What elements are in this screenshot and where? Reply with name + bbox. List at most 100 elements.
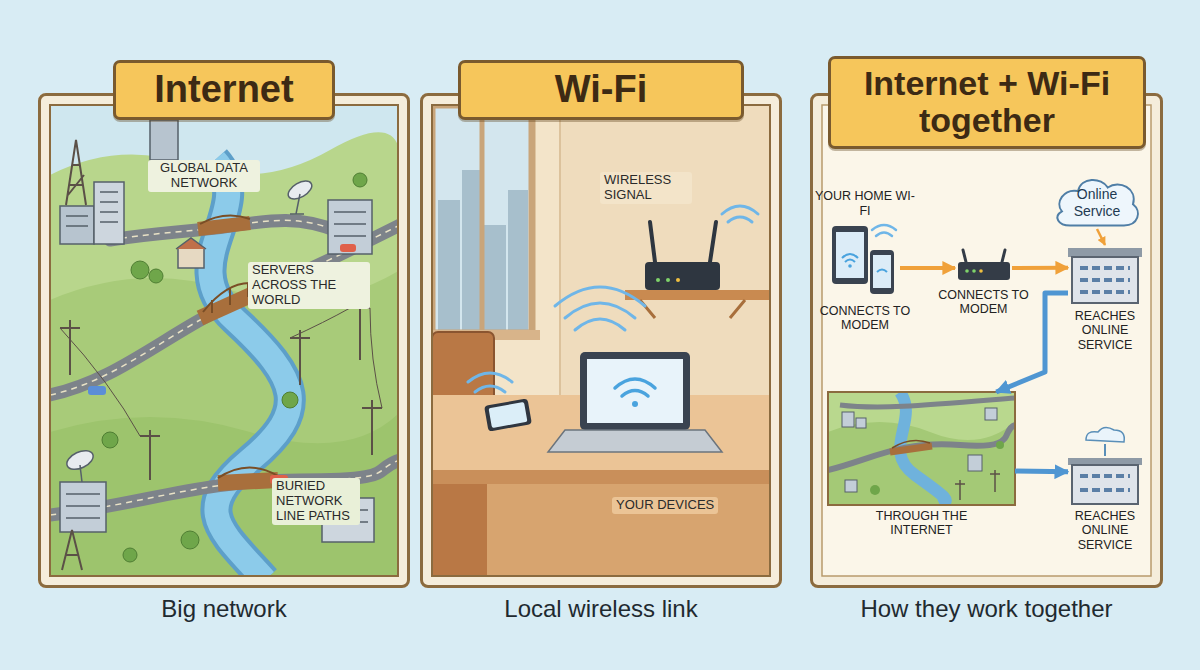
landscape-scene bbox=[198, 223, 250, 229]
room-scene bbox=[676, 278, 680, 282]
icon-label: REACHES ONLINE SERVICE bbox=[1059, 309, 1151, 352]
device-icons bbox=[873, 255, 891, 288]
landscape-scene bbox=[334, 212, 366, 236]
landscape-scene bbox=[150, 120, 178, 160]
room-scene bbox=[656, 278, 660, 282]
device-icons bbox=[842, 254, 858, 262]
panel-ground bbox=[420, 93, 782, 588]
icon-label: YOUR HOME WI-FI bbox=[815, 189, 915, 218]
landscape-scene bbox=[353, 173, 367, 187]
landscape-scene bbox=[88, 386, 106, 395]
panel-frame: Local wireless linkWi-Fi bbox=[420, 93, 782, 588]
icon-label: CONNECTS TO MODEM bbox=[815, 304, 915, 333]
room-scene bbox=[615, 379, 655, 388]
modem-symbol bbox=[963, 250, 1005, 262]
server-symbol bbox=[1080, 268, 1130, 292]
room-scene bbox=[438, 200, 460, 330]
landscape-scene bbox=[198, 215, 278, 483]
modem-symbol bbox=[958, 250, 1010, 280]
server-icon: REACHES ONLINE SERVICE bbox=[1068, 440, 1142, 505]
panel-ground bbox=[38, 93, 410, 588]
map-scene bbox=[892, 440, 930, 448]
room-scene bbox=[432, 484, 487, 576]
landscape-scene bbox=[50, 220, 398, 515]
map-thumbnail: THROUGH THE INTERNET bbox=[828, 392, 1015, 505]
room-scene bbox=[480, 105, 485, 333]
panel-caption: How they work together bbox=[813, 595, 1160, 623]
icon-label: THROUGH THE INTERNET bbox=[847, 509, 997, 538]
landscape-scene bbox=[50, 220, 398, 515]
room-scene bbox=[645, 262, 720, 290]
device-icons bbox=[872, 225, 896, 236]
map-scene bbox=[890, 446, 932, 452]
device-icons bbox=[832, 226, 868, 284]
room-scene bbox=[432, 484, 770, 576]
title-box: Internet + Wi-Fi together bbox=[828, 56, 1146, 149]
room-scene bbox=[489, 402, 528, 428]
room-scene bbox=[587, 359, 683, 423]
landscape-scene bbox=[328, 200, 372, 254]
title-text: Internet bbox=[126, 69, 322, 111]
landscape-scene bbox=[218, 467, 278, 478]
room-scene bbox=[565, 303, 635, 318]
device-icons bbox=[836, 232, 864, 278]
icon-label: REACHES ONLINE SERVICE bbox=[1059, 509, 1151, 552]
icon-label: CONNECTS TO MODEM bbox=[934, 288, 1034, 317]
landscape-scene bbox=[66, 192, 118, 226]
room-scene bbox=[555, 287, 645, 306]
cloud-shape: Online Service bbox=[1052, 176, 1142, 229]
landscape-scene bbox=[60, 140, 382, 570]
server-symbol bbox=[1068, 458, 1142, 465]
map-scene bbox=[870, 485, 880, 495]
landscape-scene bbox=[218, 480, 278, 483]
title-text: Internet + Wi-Fi together bbox=[841, 65, 1133, 140]
landscape-scene bbox=[212, 284, 248, 313]
landscape-scene bbox=[282, 392, 298, 408]
map-scene bbox=[828, 392, 1015, 505]
landscape-scene bbox=[110, 220, 340, 240]
landscape-scene bbox=[60, 320, 160, 480]
device-icons bbox=[877, 270, 887, 273]
map-scene bbox=[845, 480, 857, 492]
landscape-scene bbox=[50, 105, 398, 576]
room-scene bbox=[484, 398, 532, 431]
scene-frame bbox=[50, 105, 398, 576]
landscape-scene bbox=[102, 173, 367, 562]
room-scene bbox=[475, 386, 505, 392]
room-scene bbox=[632, 401, 638, 407]
landscape-scene bbox=[200, 215, 250, 224]
room-scene bbox=[432, 105, 532, 333]
title-text: Wi-Fi bbox=[471, 69, 731, 111]
title-box: Wi-Fi bbox=[458, 60, 744, 120]
landscape-scene bbox=[181, 531, 199, 549]
landscape-scene bbox=[64, 177, 360, 494]
landscape-scene bbox=[110, 220, 340, 240]
room-scene bbox=[625, 290, 770, 300]
server-symbol bbox=[1072, 465, 1138, 504]
panel-ground bbox=[810, 93, 1163, 588]
landscape-scene bbox=[60, 482, 106, 532]
room-scene bbox=[432, 105, 770, 576]
room-scene bbox=[432, 105, 532, 333]
map-scene bbox=[828, 422, 1015, 505]
map-scene bbox=[828, 425, 1015, 470]
connector-arrow bbox=[1015, 469, 1068, 475]
panel-ground bbox=[822, 105, 1151, 576]
map-scene bbox=[996, 441, 1004, 449]
landscape-scene bbox=[285, 177, 315, 202]
map-scene bbox=[842, 408, 997, 492]
landscape-scene bbox=[102, 432, 118, 448]
modem-symbol bbox=[972, 269, 976, 273]
room-scene bbox=[580, 352, 690, 430]
modem-symbol bbox=[958, 262, 1010, 280]
panel-frame: How they work togetherInternet + Wi-Fi t… bbox=[810, 93, 1163, 588]
room-scene bbox=[432, 105, 770, 576]
room-scene bbox=[615, 379, 655, 396]
connector-arrow bbox=[1012, 266, 1068, 270]
landscape-scene bbox=[60, 120, 374, 542]
server-symbol bbox=[1072, 257, 1138, 303]
server-icon: REACHES ONLINE SERVICE bbox=[1068, 245, 1142, 305]
callout-label: BURIED NETWORK LINE PATHS bbox=[272, 478, 360, 525]
landscape-scene bbox=[290, 308, 382, 408]
